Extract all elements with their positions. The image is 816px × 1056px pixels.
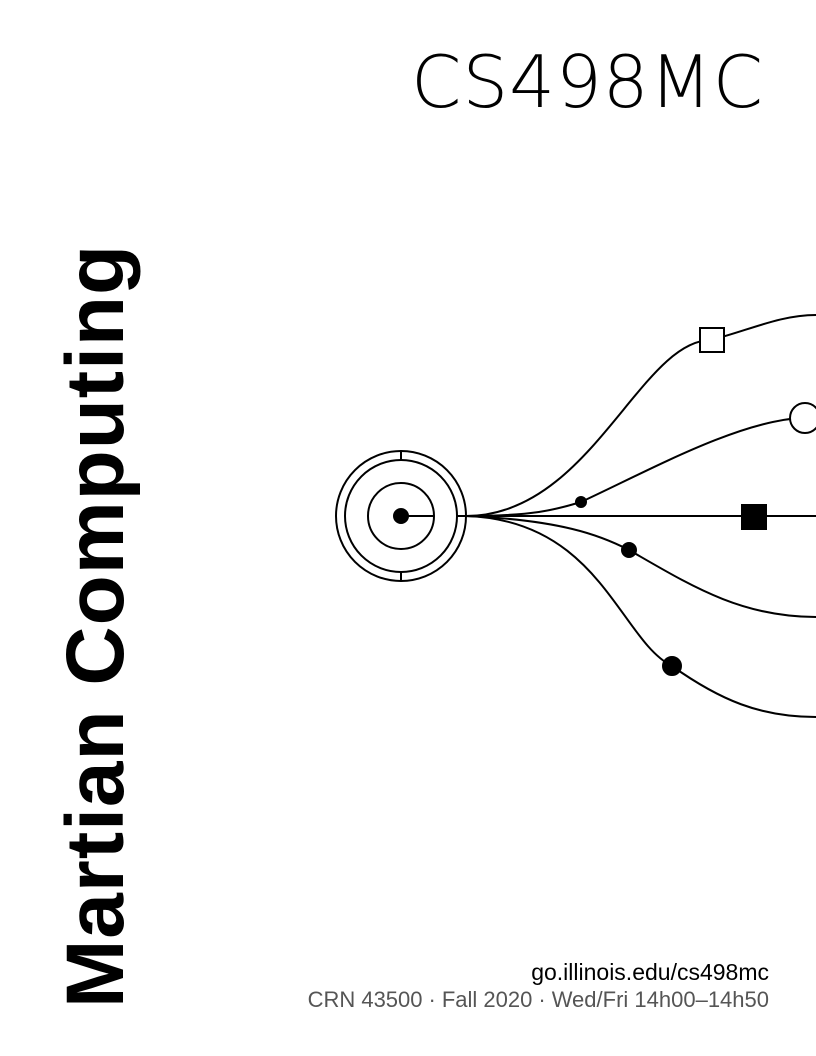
schedule-text: Wed/Fri 14h00–14h50 (551, 987, 769, 1012)
node-dot-large (662, 656, 682, 676)
emblem-outer-ring (335, 450, 467, 582)
branch-upper (465, 417, 816, 517)
node-dot-small (575, 496, 587, 508)
node-square-filled (741, 504, 767, 530)
crn-text: CRN 43500 (307, 987, 423, 1012)
term-text: Fall 2020 (441, 987, 533, 1012)
course-code: CS498MC (411, 46, 764, 118)
emblem-center-dot (393, 508, 409, 524)
course-title: Martian Computing (50, 243, 141, 1008)
emblem-inner-ring (367, 482, 435, 550)
course-suffix: MC (649, 40, 764, 124)
course-number: 498 (509, 40, 650, 124)
course-details: CRN 43500·Fall 2020·Wed/Fri 14h00–14h50 (308, 987, 769, 1013)
emblem-middle-ring (344, 459, 458, 573)
node-dot-medium (621, 542, 637, 558)
separator-2: · (538, 987, 546, 1012)
node-circle-hollow (789, 402, 816, 434)
course-url[interactable]: go.illinois.edu/cs498mc (531, 959, 769, 985)
course-prefix: CS (411, 40, 510, 124)
branch-top (465, 314, 816, 517)
node-square-hollow (699, 327, 725, 353)
separator-1: · (428, 987, 436, 1012)
branch-lower (465, 515, 816, 618)
branch-bottom (465, 515, 816, 718)
